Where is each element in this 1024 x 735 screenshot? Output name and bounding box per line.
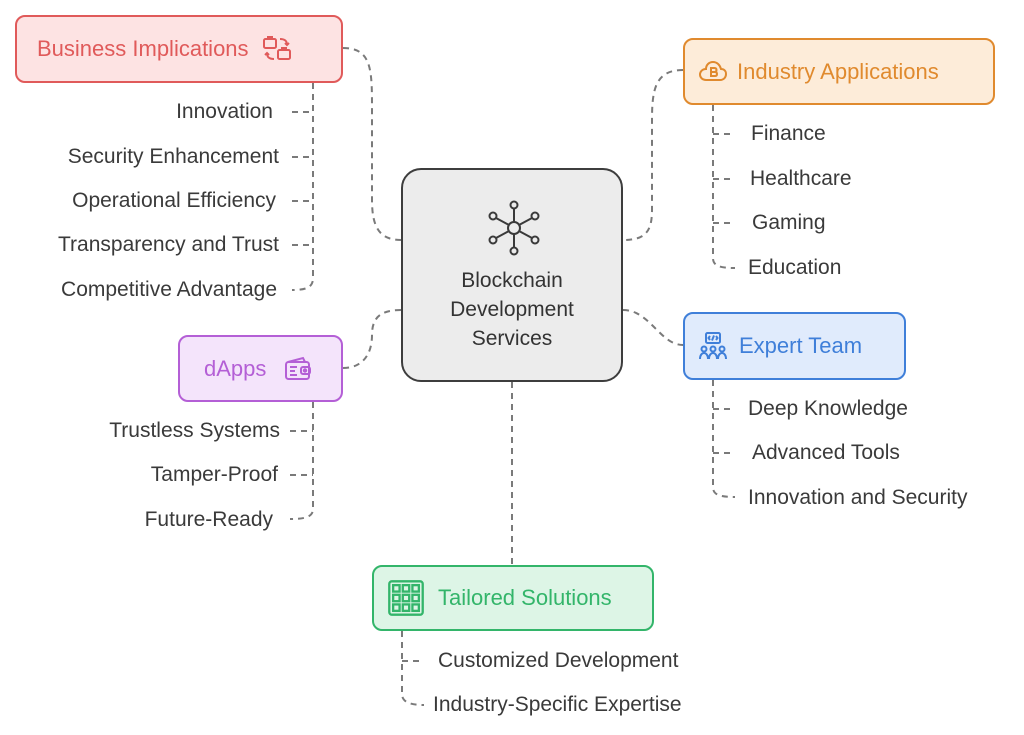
central-title-line-1: Blockchain — [461, 269, 563, 292]
dapps-item-trustless-systems: Trustless Systems — [109, 419, 280, 442]
central-topic-title: Blockchain Development Services — [403, 266, 621, 353]
central-topic-node: Blockchain Development Services — [401, 168, 623, 382]
cloud-bitcoin-icon — [699, 60, 727, 81]
industry-applications-title: Industry Applications — [737, 58, 939, 84]
expert-item-advanced-tools: Advanced Tools — [752, 441, 900, 464]
industry-item-education: Education — [748, 256, 842, 279]
expert-team-node: Expert Team — [683, 312, 906, 380]
industry-item-healthcare: Healthcare — [750, 167, 852, 190]
dapps-node: dApps — [178, 335, 343, 402]
expert-team-title: Expert Team — [739, 333, 863, 358]
wallet-chip-icon — [285, 356, 312, 380]
tailored-item-industry-expertise: Industry-Specific Expertise — [433, 693, 682, 716]
business-item-transparency-trust: Transparency and Trust — [58, 233, 279, 256]
expert-item-innovation-security: Innovation and Security — [748, 486, 968, 509]
dapps-title: dApps — [204, 355, 267, 381]
industry-item-gaming: Gaming — [752, 211, 826, 234]
dapps-item-future-ready: Future-Ready — [144, 508, 273, 531]
business-item-operational-efficiency: Operational Efficiency — [72, 189, 276, 212]
central-title-line-3: Services — [471, 327, 553, 350]
business-item-innovation: Innovation — [176, 100, 273, 123]
tailored-solutions-title: Tailored Solutions — [438, 585, 612, 610]
expert-item-deep-knowledge: Deep Knowledge — [748, 397, 908, 420]
grid-blocks-icon — [388, 580, 424, 616]
industry-applications-node: Industry Applications — [683, 38, 995, 105]
briefcase-exchange-icon — [262, 36, 291, 60]
business-implications-title: Business Implications — [37, 36, 249, 61]
tailored-item-customized-development: Customized Development — [438, 649, 679, 672]
team-code-icon — [699, 332, 727, 360]
industry-item-finance: Finance — [751, 122, 826, 145]
network-hub-icon — [488, 200, 540, 256]
tailored-solutions-node: Tailored Solutions — [372, 565, 654, 631]
business-item-security-enhancement: Security Enhancement — [67, 145, 279, 168]
business-implications-node: Business Implications — [15, 15, 343, 83]
central-title-line-2: Development — [450, 298, 574, 321]
business-item-competitive-advantage: Competitive Advantage — [61, 278, 277, 301]
dapps-item-tamper-proof: Tamper-Proof — [150, 463, 278, 486]
